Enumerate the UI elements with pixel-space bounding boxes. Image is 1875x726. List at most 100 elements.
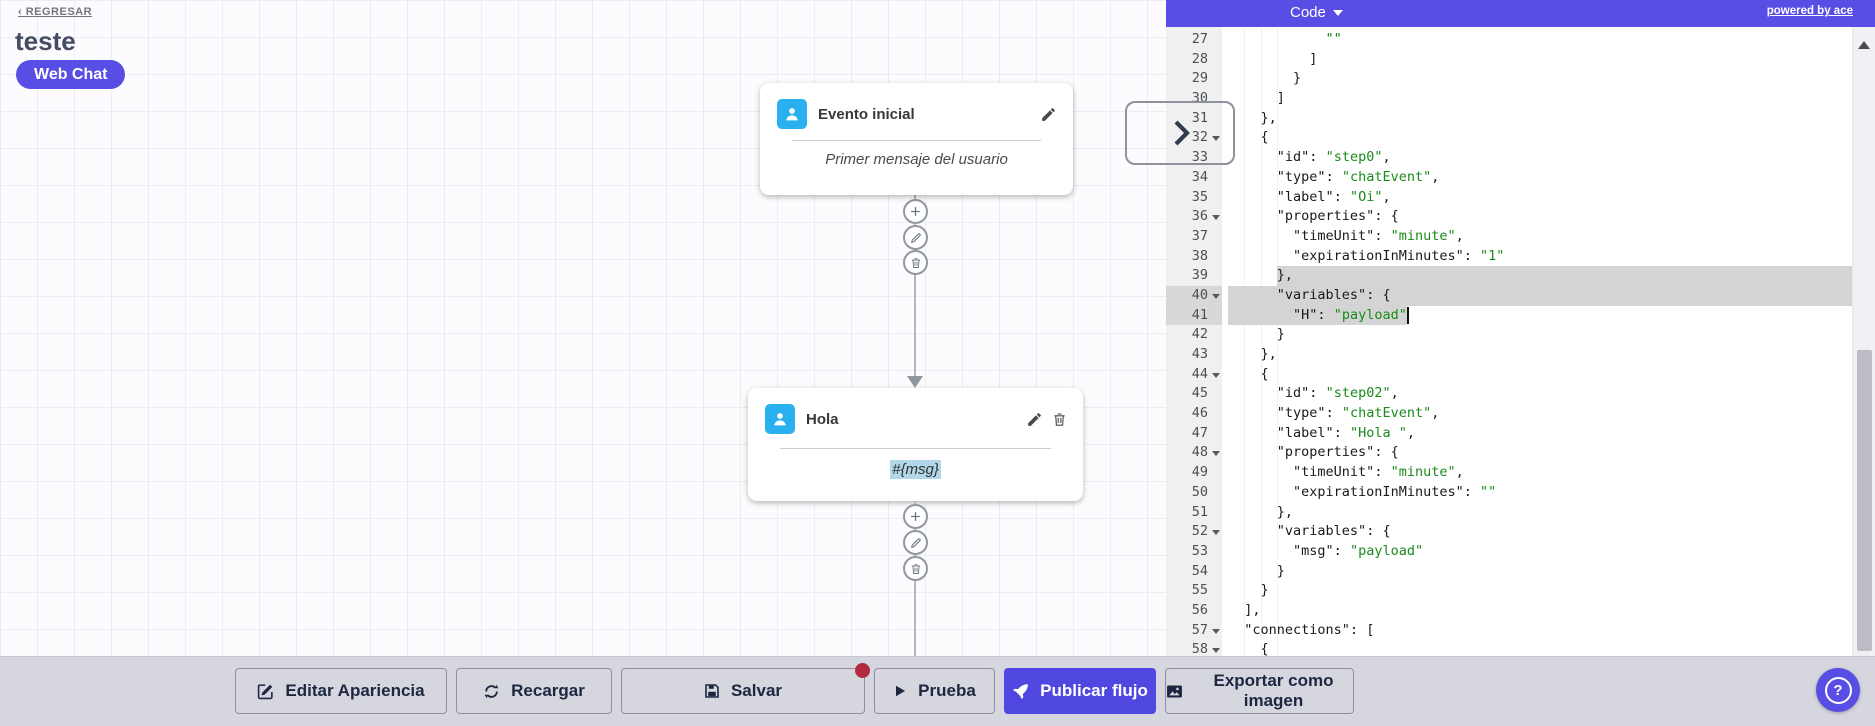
fold-arrow-icon[interactable] [1212,372,1220,378]
code-line[interactable]: ] [1228,50,1318,67]
line-number[interactable]: 32 [1166,128,1222,148]
toolbar-button-exportar-como-imagen[interactable]: Exportar como imagen [1165,668,1354,714]
line-number[interactable]: 33 [1191,149,1208,166]
editor-scrollbar[interactable] [1852,27,1875,656]
line-number[interactable]: 35 [1191,188,1208,205]
line-number[interactable]: 43 [1191,346,1208,362]
code-line[interactable]: "connections": [ [1244,621,1375,638]
edit-node-icon[interactable] [1040,106,1057,123]
code-line[interactable]: "expirationInMinutes": "" [1293,483,1497,500]
fold-arrow-icon[interactable] [1212,215,1220,221]
line-number[interactable]: 38 [1191,247,1208,264]
toolbar-button-salvar[interactable]: Salvar [621,663,870,714]
code-line[interactable]: "timeUnit": "minute", [1293,464,1464,481]
code-line[interactable]: }, [1228,503,1294,520]
delete-connection-button[interactable] [903,250,928,275]
trash-icon [911,563,920,574]
add-step-button[interactable] [903,199,928,224]
code-line[interactable]: "variables": { [1222,285,1852,306]
line-number[interactable]: 27 [1191,31,1208,47]
line-number[interactable]: 46 [1191,405,1208,422]
line-number[interactable]: 55 [1191,582,1208,599]
line-number[interactable]: 40 [1166,285,1222,306]
toolbar-button-editar-apariencia[interactable]: Editar Apariencia [235,668,447,714]
code-line[interactable]: "type": "chatEvent", [1276,405,1440,422]
line-number[interactable]: 34 [1191,168,1208,185]
line-number[interactable]: 42 [1191,326,1208,343]
delete-node-icon[interactable] [1052,412,1067,427]
scrollbar-thumb[interactable] [1857,350,1872,651]
line-number[interactable]: 47 [1191,424,1208,441]
fold-arrow-icon[interactable] [1212,628,1220,634]
code-line[interactable]: } [1228,326,1285,343]
line-number[interactable]: 44 [1166,365,1222,385]
code-line[interactable]: } [1228,582,1269,599]
plus-icon [911,512,920,521]
code-line[interactable]: "id": "step0", [1276,149,1391,166]
help-button[interactable]: ? [1816,668,1860,712]
fold-arrow-icon[interactable] [1212,530,1220,536]
line-number[interactable]: 56 [1191,601,1208,618]
collapse-panel-button[interactable] [1125,101,1235,165]
code-line[interactable]: { [1228,641,1269,656]
line-number[interactable]: 36 [1166,207,1222,227]
code-line[interactable]: } [1228,70,1302,87]
toolbar-button-prueba[interactable]: Prueba [874,668,995,714]
code-line[interactable]: "timeUnit": "minute", [1293,227,1464,244]
line-number[interactable]: 57 [1166,621,1222,641]
line-number[interactable]: 45 [1191,385,1208,402]
code-line[interactable]: "" [1325,31,1342,47]
edit-connection-button[interactable] [903,225,928,250]
line-number[interactable]: 53 [1191,542,1208,559]
line-number[interactable]: 31 [1191,109,1208,126]
code-line[interactable]: }, [1228,346,1277,362]
code-line[interactable]: "msg": "payload" [1293,542,1424,559]
line-number[interactable]: 29 [1191,70,1208,87]
line-number[interactable]: 54 [1191,562,1208,579]
line-number[interactable]: 50 [1191,483,1208,500]
add-step-button[interactable] [903,504,928,529]
code-line[interactable]: ], [1228,601,1261,618]
fold-arrow-icon[interactable] [1212,451,1220,457]
powered-by-ace-link[interactable]: powered by ace [1766,5,1853,17]
code-line[interactable]: "H": "payload" [1222,305,1852,326]
back-link[interactable]: ‹ REGRESAR [18,6,93,18]
flow-node-evento-inicial[interactable]: Evento inicial Primer mensaje del usuari… [760,83,1073,195]
flow-canvas[interactable]: ‹ REGRESAR teste Web Chat Evento inicial [0,0,1166,656]
line-number[interactable]: 37 [1191,227,1208,244]
line-number[interactable]: 39 [1191,267,1208,284]
line-number[interactable]: 51 [1191,503,1208,520]
line-number[interactable]: 58 [1166,640,1222,656]
code-line[interactable]: "variables": { [1276,523,1391,540]
code-line[interactable]: "properties": { [1276,444,1399,461]
line-number[interactable]: 48 [1166,443,1222,463]
code-line[interactable]: { [1228,365,1269,382]
code-line[interactable]: }, [1228,109,1277,126]
delete-connection-button[interactable] [903,556,928,581]
code-line[interactable]: "properties": { [1276,208,1399,225]
code-line[interactable]: "expirationInMinutes": "1" [1293,247,1505,264]
line-number[interactable]: 52 [1166,522,1222,542]
line-number[interactable]: 49 [1191,464,1208,481]
flow-node-hola[interactable]: Hola #{msg} [748,388,1083,501]
toolbar-button-recargar[interactable]: Recargar [456,668,612,714]
fold-arrow-icon[interactable] [1212,293,1220,299]
code-line[interactable]: "label": "Hola ", [1276,424,1415,441]
toolbar-button-publicar-flujo[interactable]: Publicar flujo [1004,668,1156,714]
code-line[interactable]: "label": "Oi", [1276,188,1391,205]
code-line[interactable]: }, [1222,266,1852,286]
code-line[interactable]: } [1228,562,1285,579]
code-line[interactable]: "type": "chatEvent", [1276,168,1440,185]
line-number[interactable]: 41 [1166,305,1222,326]
scroll-up-arrow-icon[interactable] [1858,41,1870,49]
fold-arrow-icon[interactable] [1212,648,1220,654]
line-number[interactable]: 28 [1191,50,1208,67]
code-line[interactable]: { [1228,129,1269,146]
code-line[interactable]: ] [1228,90,1285,107]
fold-arrow-icon[interactable] [1212,136,1220,142]
code-line[interactable]: "id": "step02", [1276,385,1399,402]
edit-connection-button[interactable] [903,530,928,555]
mode-select-dropdown[interactable]: Code [1290,4,1343,21]
edit-node-icon[interactable] [1026,411,1043,428]
